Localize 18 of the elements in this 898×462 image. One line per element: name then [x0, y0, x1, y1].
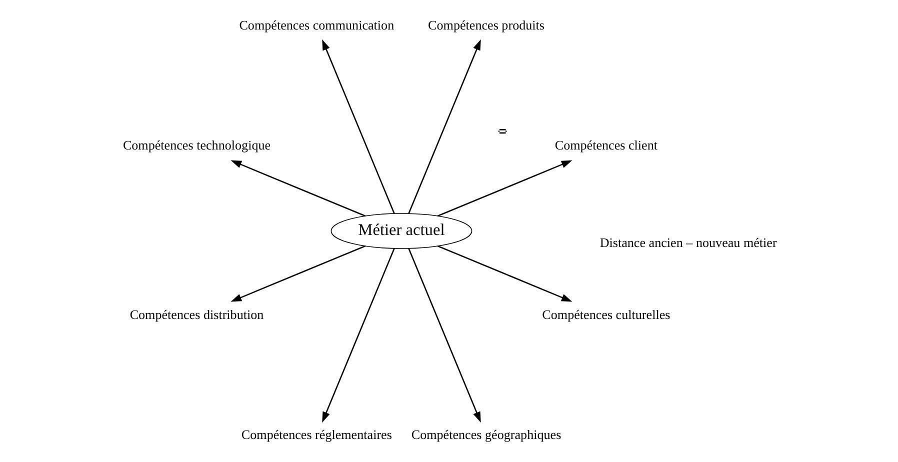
node-text: Compétences communication: [238, 17, 394, 32]
arrow: [322, 39, 394, 214]
node-text: Compétences client: [554, 137, 658, 152]
arrow: [408, 39, 480, 214]
arrow: [230, 245, 366, 302]
arrow: [436, 160, 572, 217]
node-text: Compétences distribution: [129, 306, 264, 322]
arrow: [436, 245, 572, 302]
node-text: Compétences géographiques: [410, 426, 561, 442]
node-ellipse: Métier actuel: [330, 213, 472, 249]
arrow: [322, 248, 394, 423]
node-text: Compétences produits: [428, 17, 544, 32]
arrow: [408, 248, 480, 423]
node-text: Compétences technologique: [122, 137, 270, 152]
node-text: Compétences réglementaires: [240, 426, 392, 442]
node-text: Compétences culturelles: [542, 306, 670, 322]
arrow: [230, 160, 366, 217]
legend-label: Distance ancien – nouveau métier: [599, 235, 776, 250]
